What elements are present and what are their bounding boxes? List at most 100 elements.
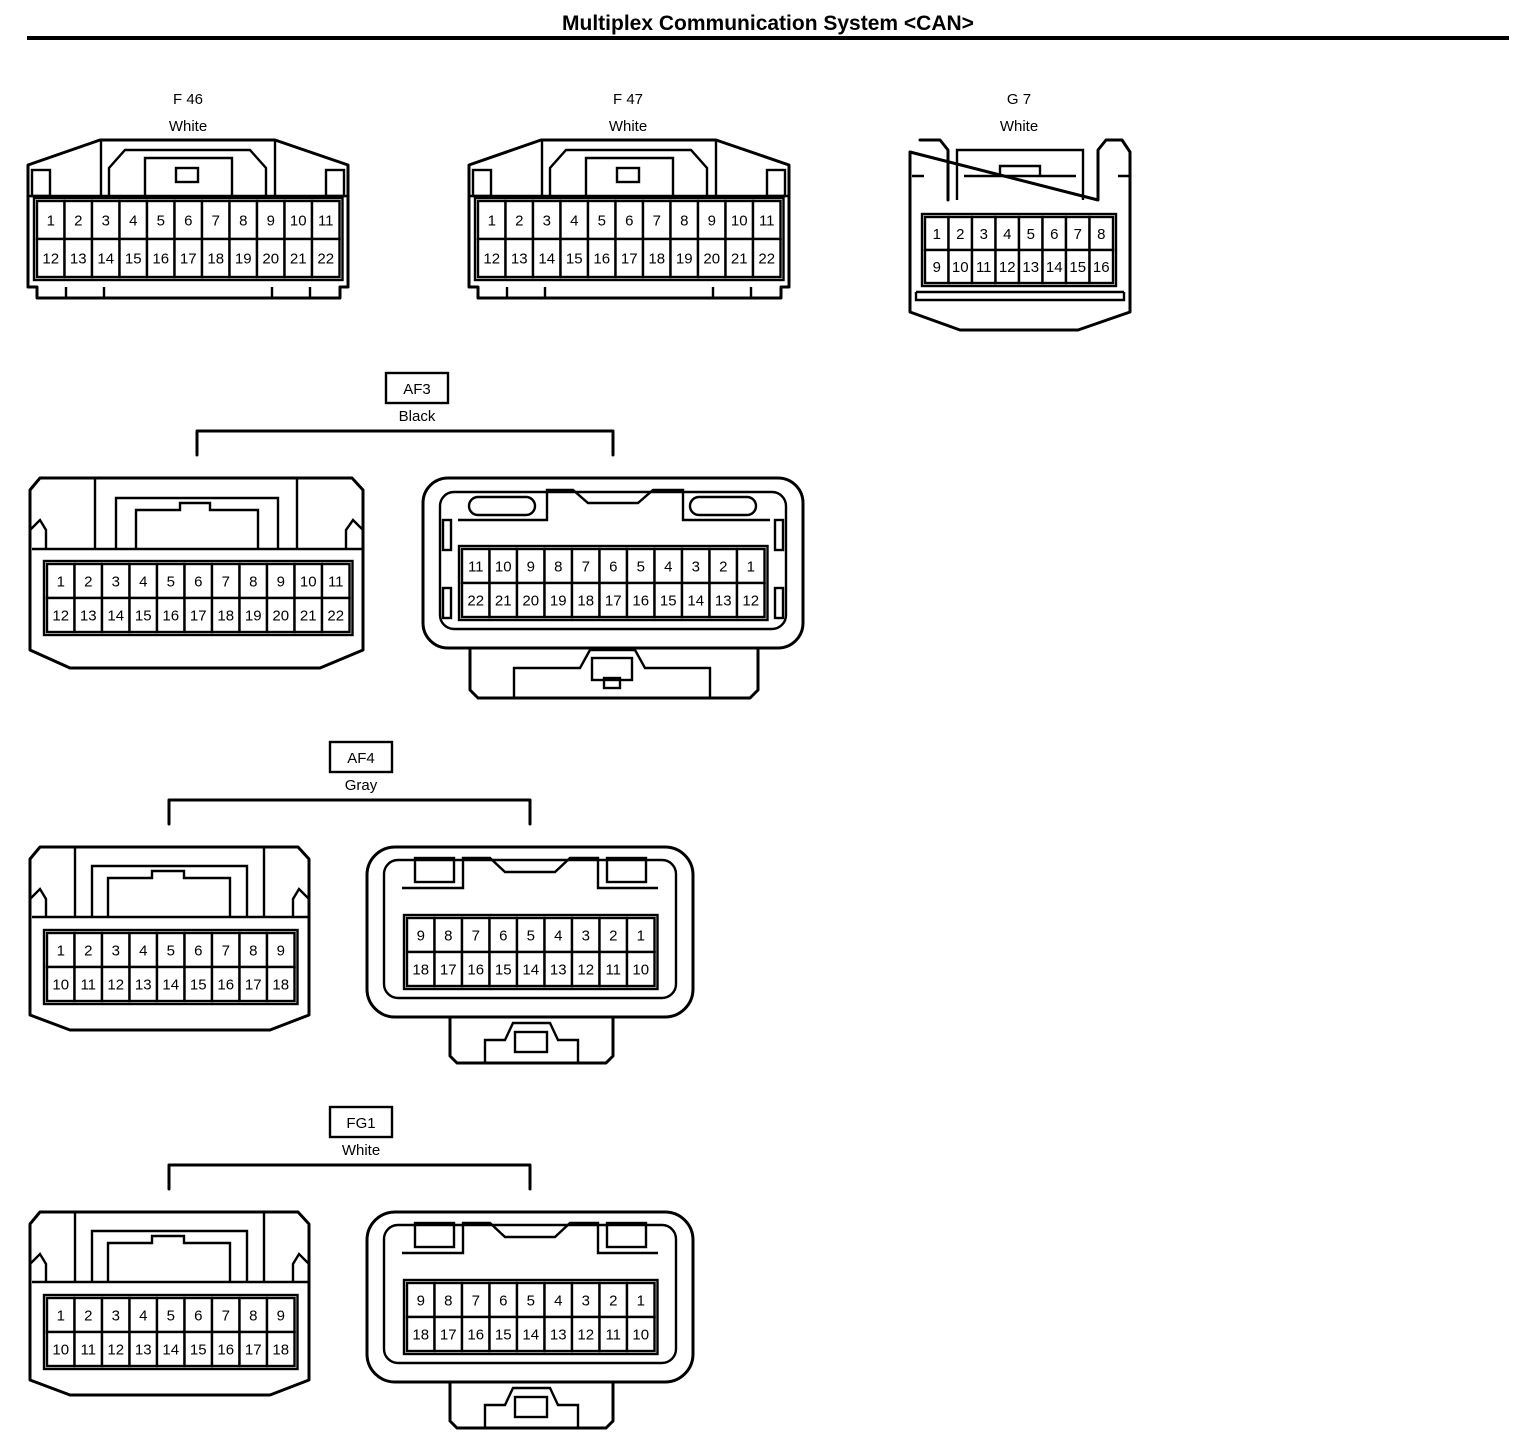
pin-number: 17 bbox=[621, 251, 638, 268]
pin-cell bbox=[614, 237, 645, 279]
pin-number: 5 bbox=[157, 213, 165, 230]
pin-number: 11 bbox=[468, 559, 484, 576]
pin-cell bbox=[641, 199, 672, 241]
pin-number: 3 bbox=[543, 213, 551, 230]
pin-number: 1 bbox=[57, 943, 65, 960]
pin-cell bbox=[100, 931, 131, 969]
pin-number: 18 bbox=[207, 251, 224, 268]
pin-number: 4 bbox=[139, 1308, 147, 1325]
pin-cell bbox=[625, 916, 656, 954]
pin-number: 17 bbox=[190, 608, 207, 625]
pin-cell bbox=[73, 931, 104, 969]
pin-number: 4 bbox=[664, 559, 672, 576]
pin-number: 12 bbox=[577, 962, 594, 979]
pin-number: 6 bbox=[1050, 226, 1058, 243]
pin-number: 15 bbox=[566, 251, 583, 268]
pin-grid-frame bbox=[402, 913, 659, 991]
connector-code: F 47 bbox=[613, 91, 643, 108]
pin-number: 22 bbox=[317, 251, 334, 268]
pin-number: 3 bbox=[112, 1308, 120, 1325]
pin-number: 2 bbox=[956, 226, 964, 243]
pin-cell bbox=[405, 1315, 436, 1353]
pin-number: 17 bbox=[180, 251, 197, 268]
pin-number: 16 bbox=[1093, 259, 1110, 276]
pin-number: 5 bbox=[637, 559, 645, 576]
pin-number: 12 bbox=[742, 593, 759, 610]
connector-color: White bbox=[609, 118, 647, 135]
pin-cell bbox=[625, 950, 656, 988]
pin-number: 9 bbox=[277, 943, 285, 960]
pin-cell bbox=[433, 1315, 464, 1353]
pin-number: 5 bbox=[167, 574, 175, 591]
pin-number: 9 bbox=[417, 1293, 425, 1310]
junction-bracket bbox=[167, 798, 532, 826]
connector-housing bbox=[467, 138, 791, 300]
pin-number: 17 bbox=[605, 593, 622, 610]
pin-number: 3 bbox=[980, 226, 988, 243]
pin-grid-frame bbox=[42, 559, 354, 637]
pin-cell bbox=[145, 237, 176, 279]
pin-number: 14 bbox=[1046, 259, 1063, 276]
pin-number: 7 bbox=[472, 1293, 480, 1310]
pin-number: 11 bbox=[318, 213, 334, 230]
pin-number: 11 bbox=[80, 977, 96, 994]
pin-grid-frame bbox=[42, 1293, 299, 1371]
junction-bracket bbox=[167, 1163, 532, 1191]
pin-number: 13 bbox=[135, 1342, 152, 1359]
pin-number: 10 bbox=[495, 559, 512, 576]
pin-number: 20 bbox=[703, 251, 720, 268]
pin-number: 14 bbox=[538, 251, 555, 268]
pin-cell bbox=[515, 1315, 546, 1353]
pin-number: 19 bbox=[245, 608, 262, 625]
pin-number: 4 bbox=[570, 213, 578, 230]
pin-cell bbox=[625, 581, 656, 619]
pin-number: 9 bbox=[267, 213, 275, 230]
pin-number: 10 bbox=[52, 1342, 69, 1359]
pin-number: 17 bbox=[245, 1342, 262, 1359]
connector-code: G 7 bbox=[1007, 91, 1031, 108]
pin-cell bbox=[118, 199, 149, 241]
pin-number: 8 bbox=[444, 1293, 452, 1310]
pin-cell bbox=[210, 1330, 241, 1368]
pin-number: 9 bbox=[277, 574, 285, 591]
connector-housing bbox=[421, 476, 805, 700]
pin-number: 7 bbox=[222, 1308, 230, 1325]
pin-cell bbox=[460, 950, 491, 988]
pin-number: 8 bbox=[249, 1308, 257, 1325]
pin-cell bbox=[265, 965, 296, 1003]
pin-number: 1 bbox=[637, 1293, 645, 1310]
pin-number: 20 bbox=[522, 593, 539, 610]
pin-number: 5 bbox=[167, 1308, 175, 1325]
connector-color: White bbox=[169, 118, 207, 135]
pin-number: 16 bbox=[217, 977, 234, 994]
pin-cell bbox=[570, 950, 601, 988]
pin-number: 15 bbox=[660, 593, 677, 610]
pin-number: 8 bbox=[444, 928, 452, 945]
pin-number: 1 bbox=[57, 574, 65, 591]
page-title: Multiplex Communication System <CAN> bbox=[562, 12, 974, 35]
pin-number: 9 bbox=[417, 928, 425, 945]
pin-number: 6 bbox=[194, 943, 202, 960]
pin-number: 11 bbox=[605, 1327, 621, 1344]
pin-cell bbox=[100, 965, 131, 1003]
pin-number: 7 bbox=[472, 928, 480, 945]
pin-number: 16 bbox=[467, 962, 484, 979]
pin-number: 7 bbox=[222, 574, 230, 591]
pin-cell bbox=[543, 547, 574, 585]
pin-cell bbox=[265, 562, 296, 600]
pin-cell bbox=[265, 1296, 296, 1334]
pin-cell bbox=[680, 547, 711, 585]
pin-number: 2 bbox=[609, 1293, 617, 1310]
pin-number: 12 bbox=[577, 1327, 594, 1344]
pin-cell bbox=[265, 1330, 296, 1368]
pin-number: 15 bbox=[125, 251, 142, 268]
pin-number: 18 bbox=[217, 608, 234, 625]
pin-number: 12 bbox=[483, 251, 500, 268]
pin-number: 13 bbox=[715, 593, 732, 610]
pin-number: 8 bbox=[554, 559, 562, 576]
